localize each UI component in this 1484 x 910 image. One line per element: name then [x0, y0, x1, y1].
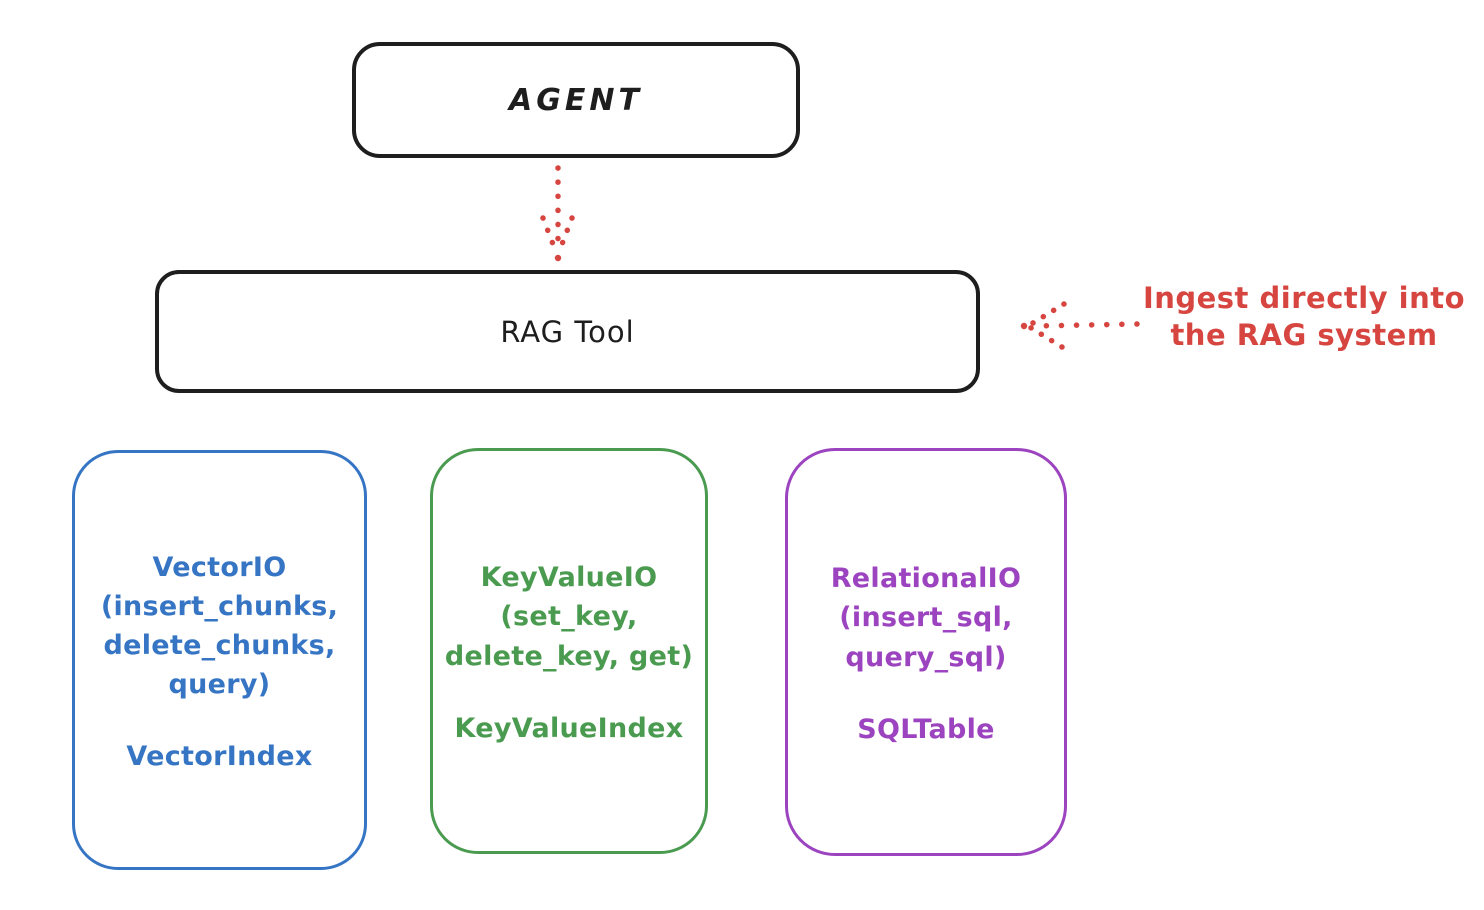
keyvalue-index-label: KeyValueIndex [454, 712, 684, 744]
backend-card-keyvalue-io: KeyValueIO (set_key, delete_key, get) Ke… [430, 448, 708, 854]
agent-node: AGENT [352, 42, 800, 158]
relational-io-methods-label: RelationalIO (insert_sql, query_sql) [830, 563, 1022, 673]
vector-index-label: VectorIndex [126, 741, 313, 773]
arrow-ingest-to-rag-icon [1020, 301, 1140, 350]
rag-tool-node: RAG Tool [155, 270, 980, 393]
backend-card-relational-io: RelationalIO (insert_sql, query_sql) SQL… [785, 448, 1067, 856]
rag-tool-label: RAG Tool [500, 314, 635, 349]
ingest-annotation: Ingest directly into the RAG system [1142, 281, 1466, 353]
backend-card-vector-io: VectorIO (insert_chunks, delete_chunks, … [72, 450, 367, 870]
vector-io-methods-label: VectorIO (insert_chunks, delete_chunks, … [100, 551, 339, 701]
agent-label: AGENT [509, 82, 643, 118]
arrow-agent-to-rag-icon [540, 165, 575, 262]
keyvalue-io-methods-label: KeyValueIO (set_key, delete_key, get) [444, 562, 694, 672]
sql-table-label: SQLTable [857, 713, 995, 745]
